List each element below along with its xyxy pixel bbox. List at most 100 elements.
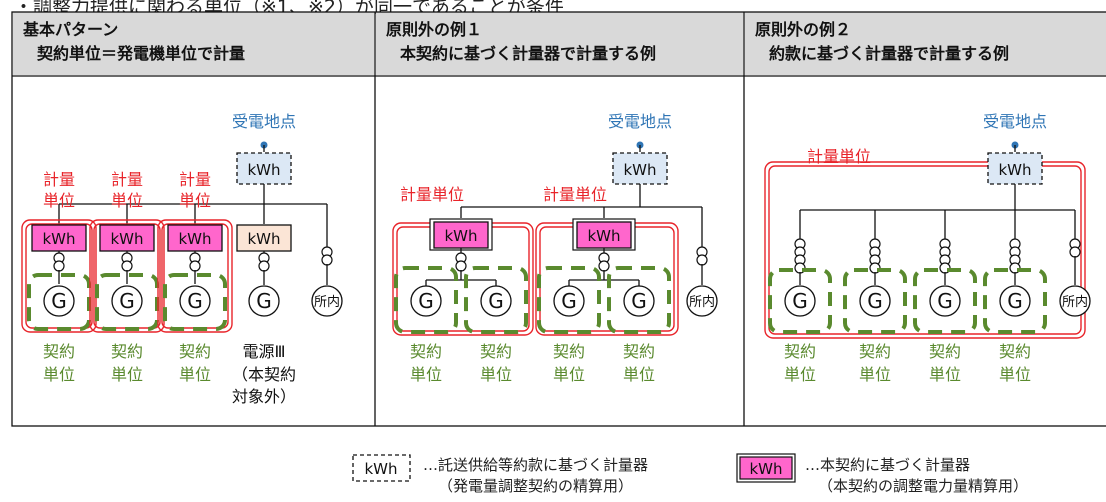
contract-unit-label: 単位 [179, 365, 211, 384]
contract-unit-label: 契約 [111, 342, 143, 361]
other-meter-box [236, 224, 292, 252]
generator-label: G [119, 289, 135, 313]
generator-circle [43, 285, 75, 317]
contract-unit-label: 単位 [929, 365, 961, 384]
generator-label: G [867, 289, 883, 313]
metering-unit-label: 計量 [111, 170, 143, 189]
transformer-coil [189, 260, 201, 272]
contract-unit-label: 契約 [784, 342, 816, 361]
column-subtitle: 本契約に基づく計量器で計量する例 [400, 44, 657, 63]
kwh-label: kWh [364, 460, 397, 478]
generator-label: G [488, 289, 504, 313]
in-house-load-circle [686, 285, 718, 317]
contract-unit-label: 契約 [859, 342, 891, 361]
kwh-label: kWh [247, 230, 280, 248]
column-header-exception-1: 原則外の例１ 本契約に基づく計量器で計量する例 [376, 12, 743, 75]
kwh-label: kWh [247, 161, 280, 179]
generator-circle [410, 285, 442, 317]
kwh-label: kWh [444, 227, 477, 245]
contract-unit-outline [913, 268, 977, 334]
contract-unit-label: 契約 [999, 342, 1031, 361]
transformer-coil [321, 254, 333, 266]
metering-unit-label: 計量単位 [400, 185, 464, 204]
generator-label: G [51, 289, 67, 313]
transformer-coil [455, 260, 467, 272]
pink-meter-box [167, 224, 223, 252]
top-banner-text: ・調整力提供に関わる単位（※1、※2）が同一であることが条件 [14, 0, 564, 14]
contract-unit-label: 単位 [859, 365, 891, 384]
transformer-coil [258, 260, 270, 272]
metering-unit-label: 計量単位 [543, 185, 607, 204]
generator-circle [784, 285, 816, 317]
generator-circle [179, 285, 211, 317]
contract-unit-outline [95, 273, 159, 331]
generator-label: G [1007, 289, 1023, 313]
contract-unit-label: 契約 [179, 342, 211, 361]
contract-unit-label: 単位 [111, 365, 143, 384]
contract-unit-label: 契約 [553, 342, 585, 361]
contract-unit-label: 単位 [480, 365, 512, 384]
legend-pink-meter-swatch [739, 456, 793, 480]
pink-meter-box [433, 221, 489, 249]
kwh-label: kWh [110, 230, 143, 248]
metering-unit-label: 単位 [179, 191, 211, 210]
generator-circle [999, 285, 1031, 317]
generator-label: G [561, 289, 577, 313]
generator-label: G [418, 289, 434, 313]
kwh-label: kWh [623, 161, 656, 179]
generator-circle [929, 285, 961, 317]
column-title: 原則外の例２ [755, 20, 852, 39]
contract-unit-label: 単位 [43, 365, 75, 384]
contract-unit-outline [537, 266, 601, 334]
contract-unit-label: 単位 [623, 365, 655, 384]
metering-unit-outline-outer [89, 219, 165, 333]
generator-circle [248, 285, 280, 317]
generator-circle [623, 285, 655, 317]
generator-label: G [937, 289, 953, 313]
kwh-label: kWh [749, 460, 782, 478]
legend-dashed-meter-swatch [352, 454, 411, 482]
pink-meter-box [99, 224, 155, 252]
source-iii-label: 対象外） [232, 387, 296, 406]
source-iii-label: （本契約 [232, 365, 296, 384]
in-house-label: 所内 [314, 294, 340, 310]
in-house-label: 所内 [1062, 294, 1088, 310]
contract-unit-label: 契約 [623, 342, 655, 361]
kwh-label: kWh [178, 230, 211, 248]
contract-unit-outline [163, 273, 227, 331]
generator-circle [480, 285, 512, 317]
contract-unit-label: 契約 [410, 342, 442, 361]
column-subtitle: 契約単位＝発電機単位で計量 [37, 44, 246, 63]
transformer-coil [598, 260, 610, 272]
contract-unit-label: 契約 [43, 342, 75, 361]
contract-unit-label: 契約 [929, 342, 961, 361]
legend-pink-meter-sub: （本契約の調整電力量精算用） [818, 477, 1029, 495]
contract-unit-outline [607, 266, 671, 334]
contract-unit-outline [394, 266, 458, 334]
contract-unit-outline [983, 268, 1047, 334]
metering-unit-label: 計量単位 [807, 147, 871, 166]
contract-unit-outline [27, 273, 91, 331]
metering-unit-outline-outer [21, 219, 97, 333]
legend-dashed-meter-desc: …託送供給等約款に基づく計量器 [423, 456, 649, 474]
diagram-frame [11, 11, 1106, 427]
source-iii-label: 電源Ⅲ [242, 342, 285, 361]
contract-unit-outline [843, 268, 907, 334]
transformer-coil [121, 260, 133, 272]
column-header-exception-2: 原則外の例２ 約款に基づく計量器で計量する例 [745, 12, 1106, 75]
legend-dashed-meter-sub: （発電量調整契約の精算用） [438, 477, 634, 495]
dashed-meter-box [236, 152, 292, 185]
metering-unit-label: 単位 [43, 191, 75, 210]
column-title: 原則外の例１ [386, 20, 483, 39]
generator-label: G [792, 289, 808, 313]
contract-unit-label: 単位 [410, 365, 442, 384]
dashed-meter-box [987, 152, 1043, 185]
in-house-load-circle [1059, 285, 1091, 317]
transformer-coil [1069, 246, 1081, 258]
in-house-label: 所内 [689, 294, 715, 310]
receiving-point-label: 受電地点 [983, 112, 1047, 131]
metering-unit-outline-outer [157, 219, 233, 333]
in-house-load-circle [311, 285, 343, 317]
metering-unit-label: 計量 [43, 170, 75, 189]
